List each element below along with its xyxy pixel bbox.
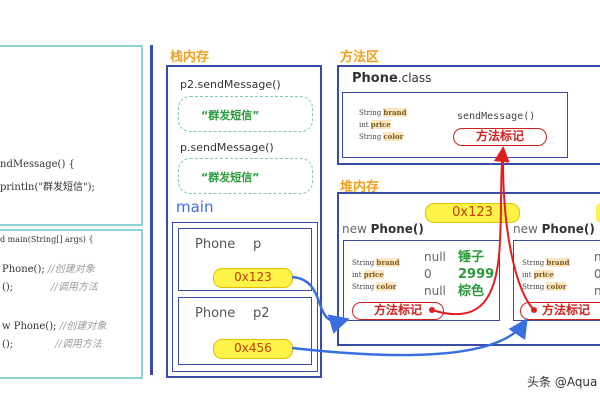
main-label: main bbox=[176, 198, 214, 216]
class-suffix: .class bbox=[397, 71, 432, 85]
output-text: “群发短信” bbox=[201, 109, 260, 122]
var-address: 0x456 bbox=[213, 339, 293, 359]
field: String color bbox=[359, 132, 404, 141]
arrow-mark1-to-method bbox=[431, 146, 510, 316]
var-address: 0x123 bbox=[213, 268, 293, 288]
method-area bbox=[337, 65, 600, 165]
class-fields: String brand int price String color bbox=[359, 107, 407, 143]
object-address-callout: 0x123 bbox=[425, 203, 520, 223]
main-code-panel: d main(String[] args) { Phone(); //创建对象 … bbox=[0, 229, 143, 379]
object-fields: String brand int price String color bbox=[352, 258, 400, 291]
heap-title: 堆内存 bbox=[340, 180, 380, 195]
callout-partial bbox=[596, 203, 600, 223]
stack-frame-label: p.sendMessage() bbox=[180, 141, 274, 154]
code-text: (); bbox=[2, 339, 14, 350]
divider bbox=[150, 45, 153, 375]
code-line: (); //调用方法 bbox=[2, 278, 98, 293]
arrow-mark2-to-method bbox=[502, 159, 535, 311]
method-mark: 方法标记 bbox=[453, 128, 547, 146]
var-name: p bbox=[253, 237, 262, 252]
new-label: new Phone() bbox=[342, 222, 424, 236]
arrow-p-to-object1 bbox=[291, 275, 350, 334]
stack-frame-output: “群发短信” bbox=[178, 158, 313, 194]
code-comment: //调用方法 bbox=[51, 282, 98, 293]
var-name: p2 bbox=[253, 306, 270, 321]
var-p: Phone p 0x123 bbox=[178, 228, 312, 291]
mark-dot bbox=[531, 307, 537, 313]
code-line: d main(String[] args) { bbox=[0, 235, 94, 244]
class-definition: String brand int price String color send… bbox=[342, 92, 568, 158]
code-comment: //创建对象 bbox=[59, 321, 107, 332]
method-area-title: 方法区 bbox=[340, 50, 380, 65]
mark-dot bbox=[429, 307, 435, 313]
code-line: w Phone(); //创建对象 bbox=[2, 317, 106, 332]
code-line: println("群发短信"); bbox=[0, 178, 95, 193]
code-comment: //调用方法 bbox=[55, 339, 102, 350]
code-line: (); //调用方法 bbox=[2, 335, 102, 350]
field: String brand bbox=[359, 108, 407, 117]
code-line: ndMessage() { bbox=[0, 159, 75, 170]
var-p2: Phone p2 0x456 bbox=[178, 297, 312, 365]
heap-object-1: String brand int price String color null… bbox=[343, 240, 500, 321]
object-fields: String brand int price String color bbox=[522, 258, 570, 291]
watermark: 头条 @Aqua bbox=[527, 375, 598, 389]
stack-frame-label: p2.sendMessage() bbox=[180, 78, 281, 91]
code-text: w Phone(); bbox=[2, 321, 57, 332]
stack-frame-output: “群发短信” bbox=[178, 96, 313, 132]
new-label: new Phone() bbox=[513, 222, 595, 236]
class-name-text: Phone bbox=[352, 71, 398, 86]
var-type: Phone bbox=[195, 237, 236, 252]
heap-memory bbox=[337, 192, 600, 346]
output-text: “群发短信” bbox=[201, 171, 260, 184]
stack-title: 栈内存 bbox=[170, 50, 210, 65]
method-name: sendMessage() bbox=[457, 111, 536, 122]
stack-memory bbox=[166, 65, 322, 378]
class-name: Phone.class bbox=[352, 71, 431, 86]
field: int price bbox=[359, 120, 391, 129]
code-text: Phone(); bbox=[2, 264, 45, 275]
method-mark: 方法标记 bbox=[352, 302, 444, 320]
code-text: println("群发短信"); bbox=[0, 182, 95, 193]
code-comment: //创建对象 bbox=[47, 264, 95, 275]
var-type: Phone bbox=[195, 306, 236, 321]
class-code-panel: ndMessage() { println("群发短信"); bbox=[0, 45, 143, 226]
method-mark: 方法标记 bbox=[520, 302, 600, 320]
code-text: (); bbox=[2, 282, 14, 293]
arrow-p2-to-object2 bbox=[291, 317, 528, 357]
code-line: Phone(); //创建对象 bbox=[2, 260, 95, 275]
